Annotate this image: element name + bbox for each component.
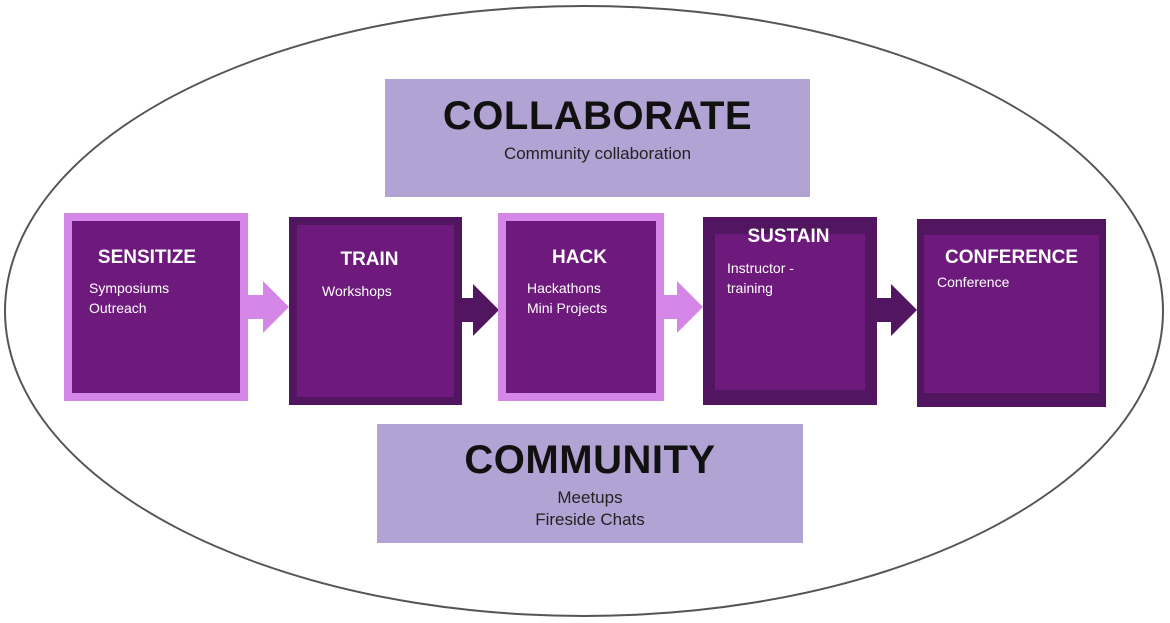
- community-title: COMMUNITY: [464, 438, 716, 482]
- stage-title: SENSITIZE: [97, 247, 197, 268]
- stage-hack: HACK Hackathons Mini Projects: [498, 213, 664, 401]
- stage-line: Symposiums: [89, 280, 170, 296]
- collaborate-subtitle: Community collaboration: [503, 144, 692, 163]
- community-line: Meetups: [557, 488, 623, 507]
- stage-line: Workshops: [322, 283, 392, 299]
- arrow-train-hack: [461, 284, 499, 336]
- stage-line: Mini Projects: [527, 300, 608, 316]
- arrow-hack-sustain: [663, 281, 703, 333]
- stage-title: TRAIN: [340, 249, 399, 270]
- collaborate-title: COLLABORATE: [442, 94, 753, 138]
- stage-title: CONFERENCE: [944, 247, 1078, 268]
- outer-ellipse: [4, 5, 1164, 617]
- stage-sustain: SUSTAIN Instructor - training: [703, 217, 877, 405]
- arrow-sustain-conference: [876, 284, 917, 336]
- stage-train: TRAIN Workshops: [289, 217, 462, 405]
- community-band: COMMUNITY Meetups Fireside Chats: [377, 424, 803, 543]
- community-lines: Meetups Fireside Chats: [377, 487, 803, 531]
- stage-line: Instructor -: [727, 260, 794, 276]
- stage-sensitize: SENSITIZE Symposiums Outreach: [64, 213, 248, 401]
- stage-line: Conference: [937, 274, 1010, 290]
- arrow-sensitize-train: [247, 281, 289, 333]
- stage-conference: CONFERENCE Conference: [917, 219, 1106, 407]
- community-line: Fireside Chats: [535, 510, 645, 529]
- stage-line: training: [727, 280, 773, 296]
- collaborate-band: COLLABORATE Community collaboration: [385, 79, 810, 197]
- stage-title: SUSTAIN: [747, 226, 830, 247]
- stage-line: Outreach: [89, 300, 147, 316]
- stage-line: Hackathons: [527, 280, 601, 296]
- stage-title: HACK: [552, 247, 607, 268]
